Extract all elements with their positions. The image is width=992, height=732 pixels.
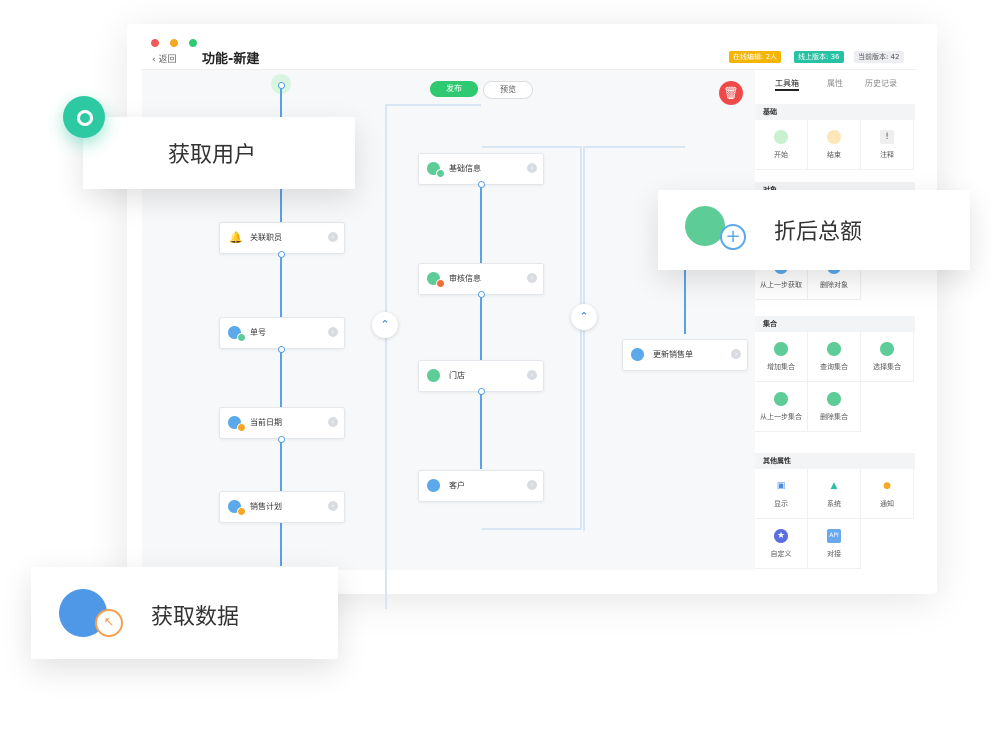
floating-card-get-user: 获取用户 bbox=[83, 117, 355, 189]
flow-node[interactable]: 审核信息 › bbox=[418, 263, 544, 295]
flow-node[interactable]: 单号 › bbox=[219, 317, 345, 349]
flow-node[interactable]: 销售计划 › bbox=[219, 491, 345, 523]
collapse-chevron-icon[interactable]: ⌃ bbox=[571, 304, 597, 330]
minimize-dot-icon[interactable] bbox=[170, 39, 178, 47]
tool-select-collection[interactable]: 选择集合 bbox=[861, 332, 914, 382]
end-icon bbox=[827, 130, 841, 144]
plus-icon: + bbox=[720, 224, 746, 250]
bell-icon: 🔔 bbox=[229, 231, 243, 244]
tool-query-collection[interactable]: 查询集合 bbox=[808, 332, 861, 382]
section-basic: 基础 bbox=[755, 104, 915, 120]
tool-display[interactable]: ▣ 显示 bbox=[755, 469, 808, 519]
tool-notify[interactable]: ● 通知 bbox=[861, 469, 914, 519]
cube-icon bbox=[827, 392, 841, 406]
cube-icon bbox=[427, 479, 440, 492]
flow-line bbox=[480, 184, 482, 469]
cube-icon bbox=[631, 348, 644, 361]
tool-system[interactable]: ▲ 系统 bbox=[808, 469, 861, 519]
floating-card-get-data: ↖ 获取数据 bbox=[31, 567, 338, 659]
flow-node[interactable]: 门店 › bbox=[418, 360, 544, 392]
maximize-dot-icon[interactable] bbox=[189, 39, 197, 47]
preview-button[interactable]: 预览 bbox=[483, 81, 533, 99]
arrow-right-icon[interactable]: › bbox=[527, 163, 537, 173]
tab-toolbox[interactable]: 工具箱 bbox=[775, 78, 799, 91]
close-dot-icon[interactable] bbox=[151, 39, 159, 47]
section-other: 其他属性 bbox=[755, 453, 915, 469]
flow-node[interactable]: 🔔 关联职员 › bbox=[219, 222, 345, 254]
current-version-badge: 当前版本: 42 bbox=[854, 51, 904, 63]
page-title: 功能-新建 bbox=[202, 52, 260, 67]
tool-end[interactable]: 结束 bbox=[808, 120, 861, 170]
floating-card-discount-total: + 折后总额 bbox=[658, 190, 970, 270]
trash-icon[interactable]: 🗑 bbox=[719, 81, 743, 105]
cube-icon bbox=[827, 342, 841, 356]
arrow-right-icon[interactable]: › bbox=[527, 273, 537, 283]
tab-properties[interactable]: 属性 bbox=[827, 79, 843, 88]
star-icon: ★ bbox=[774, 529, 788, 543]
online-version-badge: 线上版本: 36 bbox=[794, 51, 844, 63]
toolbox-panel: 工具箱 属性 历史记录 基础 开始 结束 ! 注释 对象 从上一步获取 删除对象… bbox=[755, 70, 915, 570]
flow-node[interactable]: 更新销售单 › bbox=[622, 339, 748, 371]
flow-node[interactable]: 基础信息 › bbox=[418, 153, 544, 185]
tool-previous-collection[interactable]: 从上一步集合 bbox=[755, 382, 808, 432]
bell-icon: ● bbox=[880, 479, 894, 493]
collapse-chevron-icon[interactable]: ⌃ bbox=[372, 312, 398, 338]
cube-icon bbox=[774, 342, 788, 356]
tool-integration[interactable]: API 对接 bbox=[808, 519, 861, 569]
arrow-up-left-icon: ↖ bbox=[95, 609, 123, 637]
tool-delete-collection[interactable]: 删除集合 bbox=[808, 382, 861, 432]
arrow-right-icon[interactable]: › bbox=[328, 501, 338, 511]
publish-button[interactable]: 发布 bbox=[430, 81, 478, 97]
chevron-left-icon: ‹ bbox=[152, 55, 156, 65]
back-button[interactable]: ‹ 返回 bbox=[152, 55, 177, 65]
app-window: ‹ 返回 功能-新建 在线编辑: 2人 线上版本: 36 当前版本: 42 发布… bbox=[127, 24, 937, 609]
cube-icon bbox=[427, 369, 440, 382]
arrow-right-icon[interactable]: › bbox=[328, 232, 338, 242]
connector-line bbox=[482, 146, 582, 530]
arrow-right-icon[interactable]: › bbox=[527, 370, 537, 380]
arrow-right-icon[interactable]: › bbox=[731, 349, 741, 359]
tab-history[interactable]: 历史记录 bbox=[865, 79, 897, 88]
comment-icon: ! bbox=[880, 130, 894, 144]
section-collection: 集合 bbox=[755, 316, 915, 332]
api-icon: API bbox=[827, 529, 841, 543]
online-editors-badge: 在线编辑: 2人 bbox=[729, 51, 782, 63]
header-divider bbox=[142, 69, 917, 70]
flow-node[interactable]: 客户 › bbox=[418, 470, 544, 502]
start-icon bbox=[774, 130, 788, 144]
tool-custom[interactable]: ★ 自定义 bbox=[755, 519, 808, 569]
target-icon bbox=[63, 96, 105, 138]
cube-icon bbox=[774, 392, 788, 406]
arrow-right-icon[interactable]: › bbox=[328, 417, 338, 427]
cube-icon bbox=[880, 342, 894, 356]
tool-add-collection[interactable]: 增加集合 bbox=[755, 332, 808, 382]
flow-node[interactable]: 当前日期 › bbox=[219, 407, 345, 439]
connector-line bbox=[385, 104, 481, 609]
arrow-right-icon[interactable]: › bbox=[328, 327, 338, 337]
monitor-icon: ▣ bbox=[774, 479, 788, 493]
cube-icon bbox=[685, 206, 725, 246]
hierarchy-icon: ▲ bbox=[827, 479, 841, 493]
tool-start[interactable]: 开始 bbox=[755, 120, 808, 170]
connector-line bbox=[583, 146, 685, 531]
tool-comment[interactable]: ! 注释 bbox=[861, 120, 914, 170]
flow-line bbox=[684, 264, 686, 334]
arrow-right-icon[interactable]: › bbox=[527, 480, 537, 490]
